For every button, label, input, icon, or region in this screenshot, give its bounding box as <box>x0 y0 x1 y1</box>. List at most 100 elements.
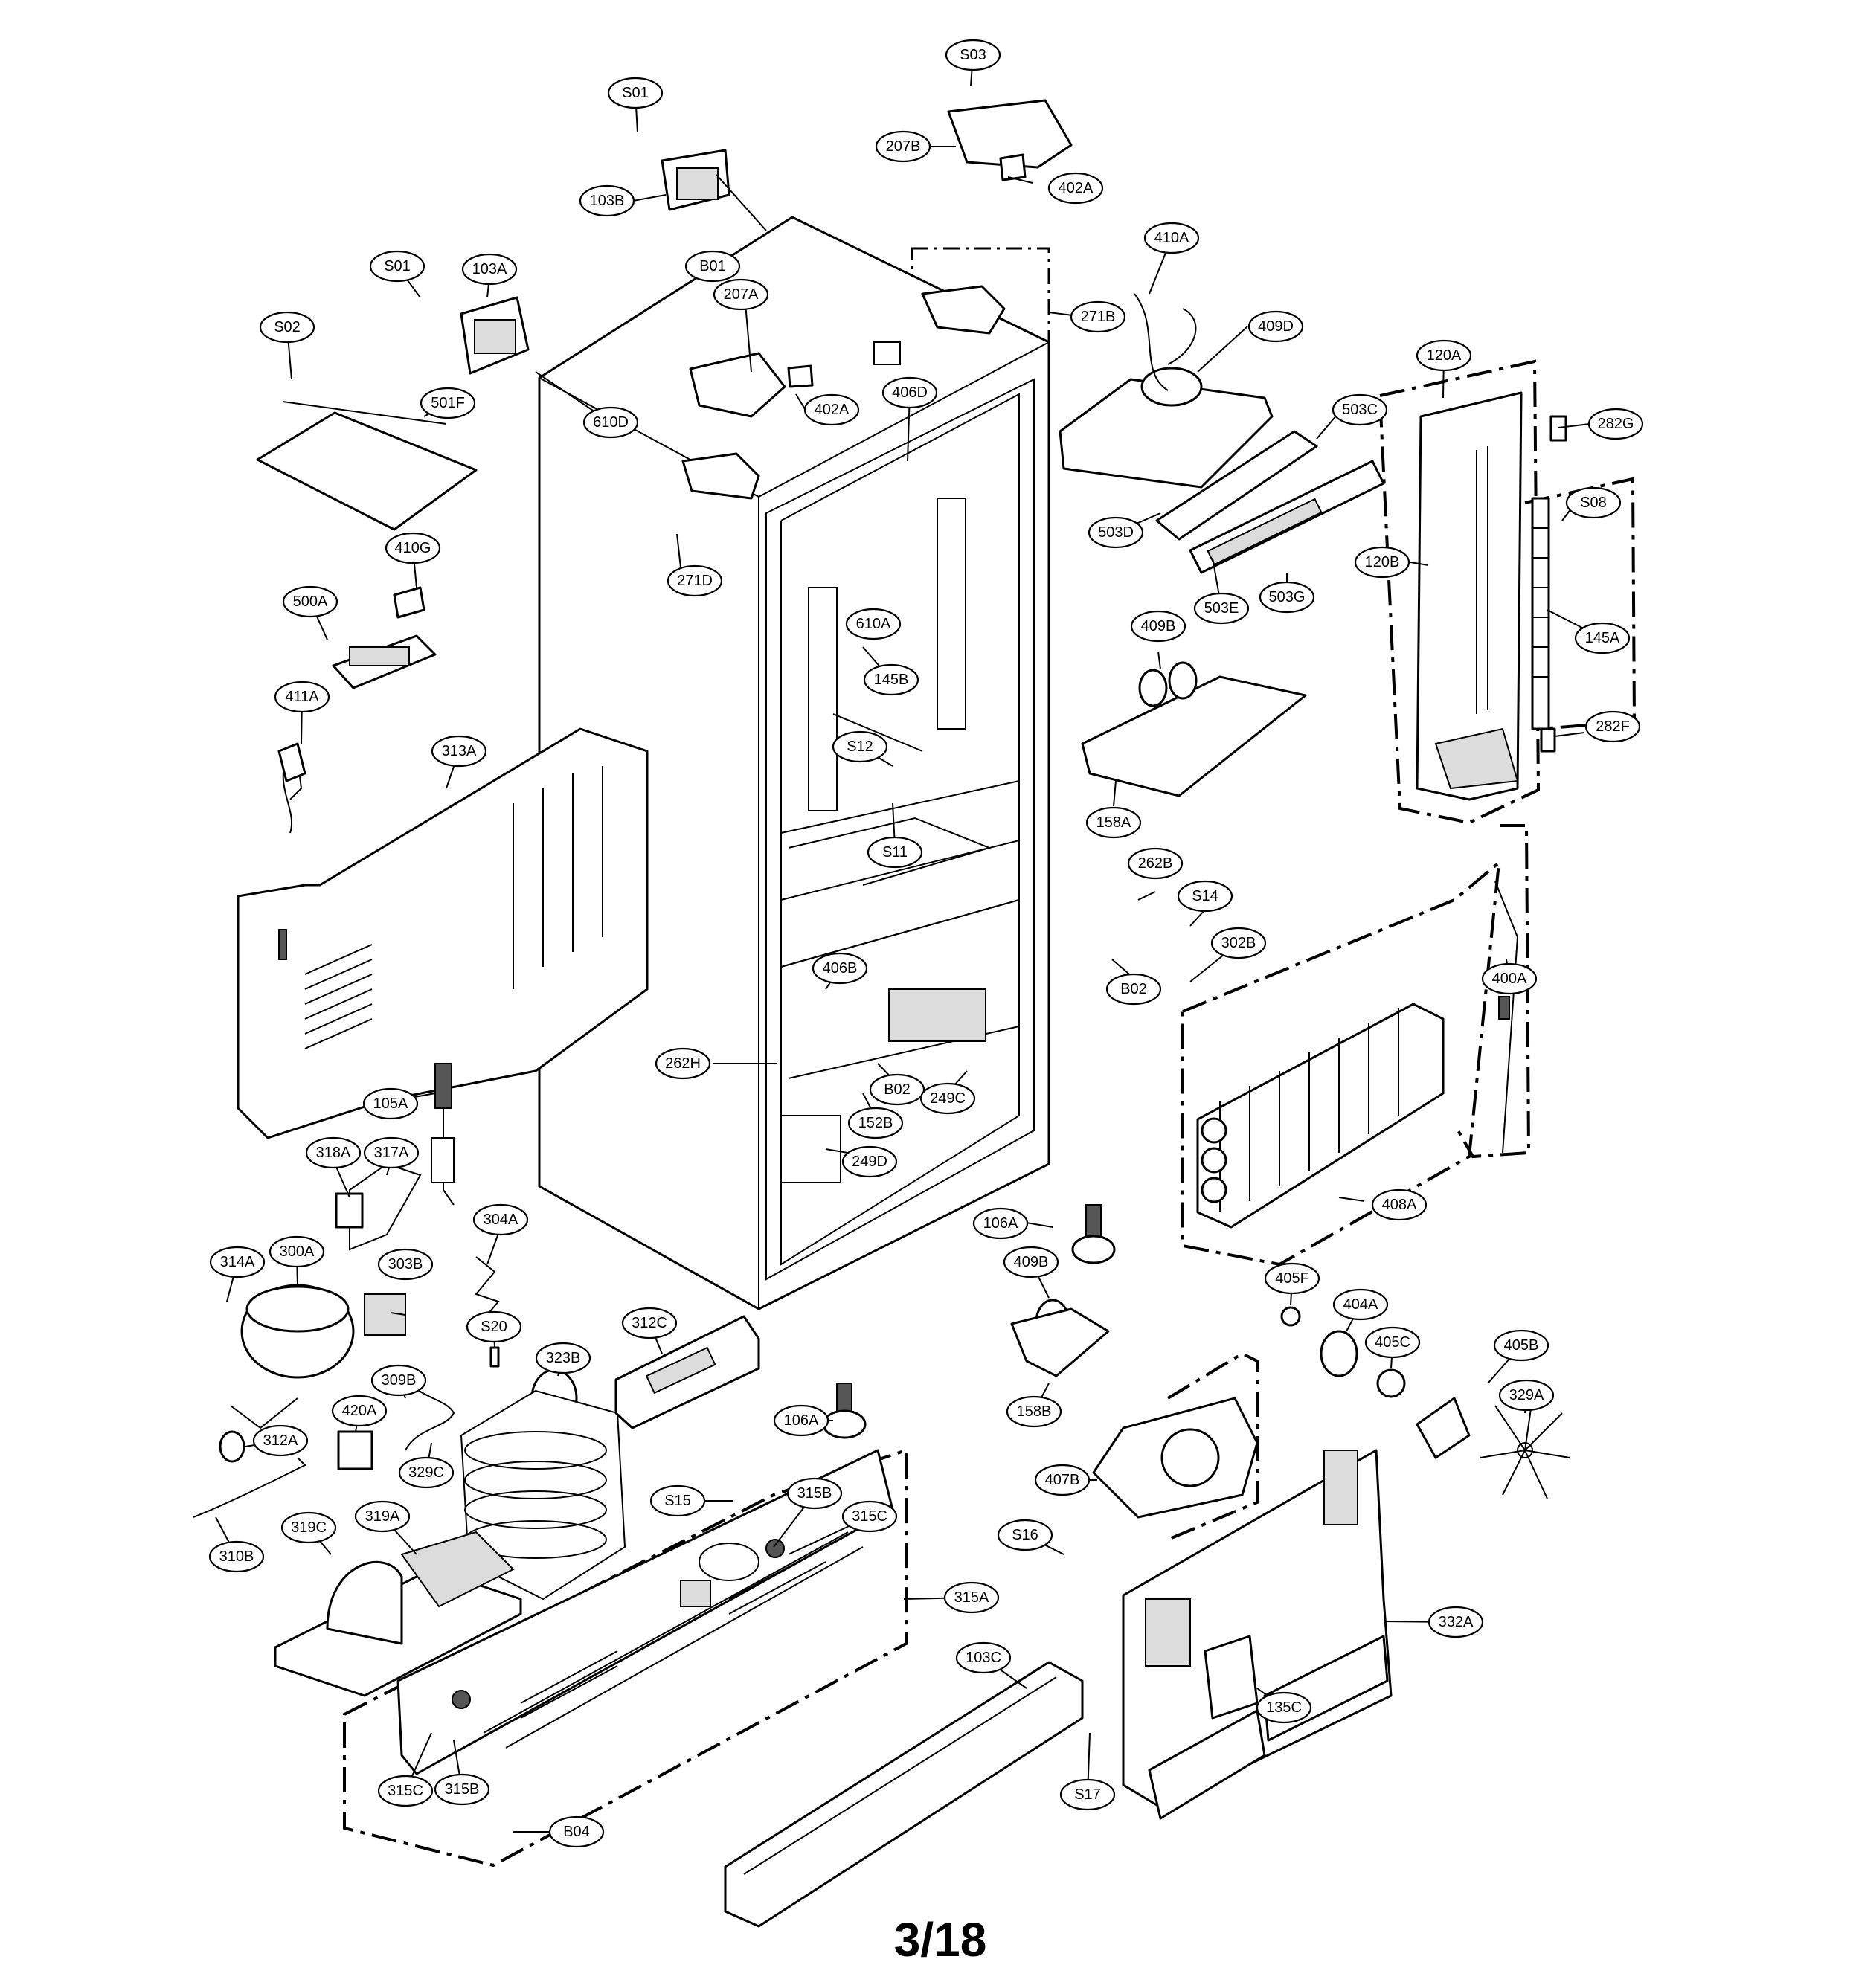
callout-105a: 105A <box>362 1087 419 1120</box>
callout-313a: 313A <box>431 735 487 768</box>
callout-271b: 271B <box>1070 300 1126 333</box>
callout-text: 249D <box>852 1154 887 1170</box>
callout-text: 302B <box>1221 935 1256 951</box>
callout-text: 405F <box>1275 1270 1309 1287</box>
callout-text: S14 <box>1192 888 1218 904</box>
callout-text: 503G <box>1269 589 1306 605</box>
callout-text: 406D <box>892 385 928 401</box>
callout-503e: 503E <box>1193 592 1250 625</box>
callout-303b: 303B <box>377 1248 434 1281</box>
callout-text: B04 <box>563 1824 590 1840</box>
evaporator-boundary-2 <box>1181 859 1501 1267</box>
callout-text: 271D <box>677 573 713 589</box>
callout-text: S20 <box>481 1319 507 1335</box>
callout-text: 207B <box>886 138 921 155</box>
callout-text: 282G <box>1598 416 1634 432</box>
callout-610a: 610A <box>845 608 902 640</box>
callout-207a: 207A <box>713 278 769 311</box>
callout-503d: 503D <box>1088 516 1144 549</box>
callout-300a: 300A <box>269 1235 325 1268</box>
pcb-parts <box>256 401 478 834</box>
evaporator-408a <box>1196 881 1519 1229</box>
callout-text: 402A <box>815 402 850 418</box>
callout-text: 329A <box>1509 1387 1544 1403</box>
callout-text: 503E <box>1204 600 1239 617</box>
callout-317a: 317A <box>363 1136 420 1169</box>
callout-labels: S01S03207B402A103B410A271B409DB01207AS01… <box>208 39 1644 1848</box>
callout-text: 304A <box>484 1212 518 1228</box>
callout-text: 207A <box>724 286 759 303</box>
shroud-312c <box>614 1315 760 1429</box>
callout-420a: 420A <box>331 1395 388 1427</box>
callout-text: 105A <box>373 1096 408 1112</box>
callout-103b: 103B <box>579 184 635 217</box>
callout-text: 409B <box>1014 1254 1049 1270</box>
callout-120a: 120A <box>1416 339 1472 372</box>
door-panel-120a <box>1416 391 1523 801</box>
callout-409b-top: 409B <box>1130 610 1186 643</box>
callout-text: 135C <box>1266 1699 1302 1716</box>
callout-406d: 406D <box>881 376 938 409</box>
callout-text: 405C <box>1375 1334 1410 1351</box>
callout-text: B02 <box>1120 981 1147 997</box>
callout-409d: 409D <box>1247 310 1304 343</box>
callout-text: 310B <box>219 1548 254 1565</box>
machine-compartment-boundary <box>343 1448 908 1868</box>
callout-158b: 158B <box>1006 1395 1062 1428</box>
callout-332a: 332A <box>1428 1606 1484 1638</box>
evaporator-cover-boundary <box>1378 359 1541 825</box>
callout-text: 410A <box>1154 230 1189 246</box>
callout-text: 503C <box>1342 402 1378 418</box>
callout-310b: 310B <box>208 1540 265 1573</box>
callout-text: 262H <box>665 1055 701 1072</box>
callout-text: 271B <box>1081 309 1116 325</box>
callout-304a: 304A <box>472 1203 529 1236</box>
callout-323b: 323B <box>535 1342 591 1374</box>
page-number: 3/18 <box>894 1913 987 1966</box>
callout-406b: 406B <box>812 952 868 985</box>
evaporator-boundary <box>1457 824 1531 1159</box>
callout-318a: 318A <box>305 1136 362 1169</box>
callout-text: 120B <box>1365 554 1400 570</box>
callout-text: 106A <box>784 1412 819 1429</box>
callout-text: 501F <box>431 395 465 411</box>
callout-103c: 103C <box>955 1641 1012 1674</box>
callout-282g: 282G <box>1587 408 1644 440</box>
compressor-parts <box>193 1063 578 1518</box>
callout-b02-mid: B02 <box>869 1073 925 1106</box>
callout-text: 420A <box>342 1403 377 1419</box>
callout-text: 610A <box>856 616 891 632</box>
callout-411a: 411A <box>274 681 330 713</box>
callout-text: 319A <box>365 1508 400 1525</box>
misc-parts <box>822 1204 1116 1439</box>
drain-pan-319 <box>274 1531 522 1697</box>
callout-312a: 312A <box>252 1424 309 1457</box>
callout-315c-top: 315C <box>841 1500 898 1533</box>
callout-text: 309B <box>382 1372 417 1389</box>
callout-text: 319C <box>291 1519 327 1536</box>
refrigerator-cabinet <box>538 216 1050 1310</box>
callout-text: 158A <box>1096 814 1131 831</box>
callout-282f: 282F <box>1584 710 1641 743</box>
callout-501f: 501F <box>420 387 476 419</box>
callout-106a-top: 106A <box>972 1207 1029 1240</box>
callout-b01: B01 <box>684 250 741 283</box>
callout-text: 103A <box>472 261 507 277</box>
callout-405f: 405F <box>1264 1262 1320 1295</box>
callout-text: 404A <box>1343 1296 1378 1313</box>
callout-152b: 152B <box>847 1107 904 1139</box>
callout-329a: 329A <box>1498 1379 1555 1412</box>
lamp-cover-158a <box>1081 661 1307 797</box>
callout-text: S15 <box>664 1493 691 1509</box>
callout-315b-low: 315B <box>434 1773 490 1806</box>
callout-text: 405B <box>1504 1337 1539 1354</box>
callout-404a: 404A <box>1332 1288 1389 1321</box>
callout-text: B02 <box>884 1081 911 1098</box>
hinge-strip-145a <box>1531 415 1567 753</box>
callout-text: 409D <box>1258 318 1294 335</box>
callout-text: 317A <box>374 1145 409 1161</box>
callout-text: 408A <box>1382 1197 1417 1213</box>
callout-text: 315B <box>445 1781 480 1798</box>
callout-271d: 271D <box>667 564 723 597</box>
callout-text: S16 <box>1012 1527 1038 1543</box>
